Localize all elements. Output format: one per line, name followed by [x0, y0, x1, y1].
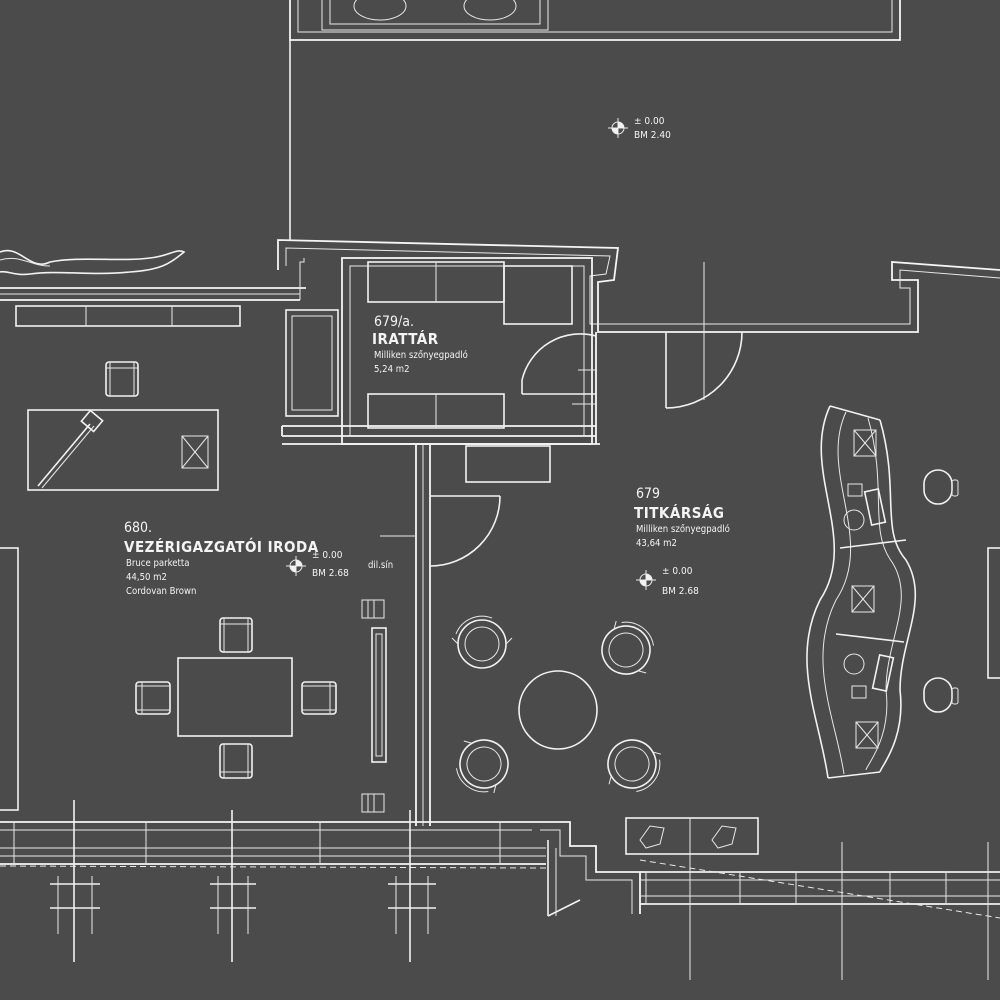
level-mark-icon	[607, 117, 629, 139]
office-floor: Bruce parketta	[126, 558, 189, 569]
top-wall-group	[289, 0, 901, 240]
top-level-bm: BM 2.40	[634, 130, 671, 141]
archive-number: 679/a.	[374, 314, 414, 330]
level-mark-icon	[285, 555, 307, 577]
wall-note: dil.sín	[368, 560, 393, 571]
secretariat-label: 679 TITKÁRSÁG Milliken szőnyegpadló 43,6…	[634, 486, 730, 597]
fin-details	[50, 876, 436, 934]
office-bm: BM 2.68	[312, 568, 349, 579]
archive-floor: Milliken szőnyegpadló	[374, 350, 468, 361]
facade	[0, 800, 1000, 980]
doors	[380, 331, 743, 567]
archive-name: IRATTÁR	[372, 329, 439, 348]
secretariat-bm: BM 2.68	[662, 586, 699, 597]
office-label: 680. VEZÉRIGAZGATÓI IRODA Bruce parketta…	[124, 520, 349, 597]
office-area: 44,50 m2	[126, 572, 167, 583]
secretariat-name: TITKÁRSÁG	[634, 503, 724, 522]
secretariat-number: 679	[636, 486, 660, 502]
office-finish: Cordovan Brown	[126, 586, 196, 597]
archive-area: 5,24 m2	[374, 364, 410, 375]
main-walls	[0, 239, 1000, 826]
archive-label: 679/a. IRATTÁR Milliken szőnyegpadló 5,2…	[372, 314, 468, 375]
secretariat-floor: Milliken szőnyegpadló	[636, 524, 730, 535]
office-furniture	[0, 249, 387, 813]
secretariat-level: ± 0.00	[662, 566, 693, 577]
top-level-label: ± 0.00 BM 2.40	[634, 116, 671, 141]
secretariat-area: 43,64 m2	[636, 538, 677, 549]
office-level: ± 0.00	[312, 550, 343, 561]
office-name: VEZÉRIGAZGATÓI IRODA	[124, 537, 319, 556]
top-level-value: ± 0.00	[634, 116, 665, 127]
level-mark-icon	[635, 569, 657, 591]
archive-shelving	[367, 261, 573, 429]
office-number: 680.	[124, 520, 152, 536]
secretariat-furniture	[444, 405, 1000, 855]
